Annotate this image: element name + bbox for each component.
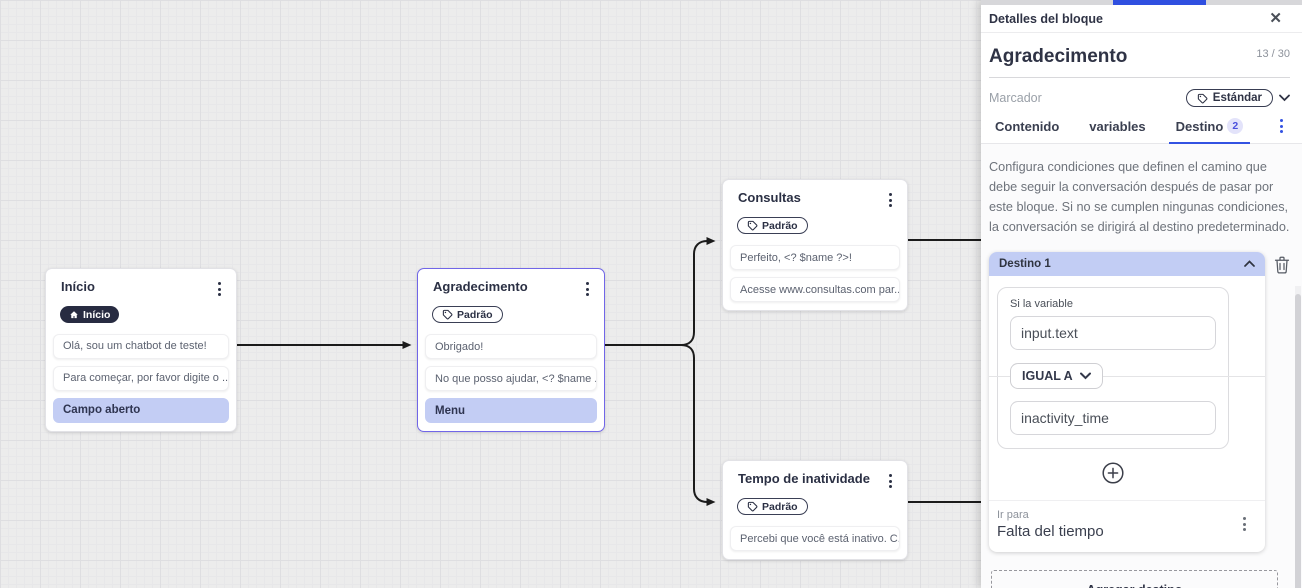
node-type-badge: Padrão: [737, 217, 808, 234]
operator-select[interactable]: IGUAL A: [1010, 362, 1103, 389]
chevron-down-icon: [1079, 372, 1091, 380]
node-title: Tempo de inatividade: [738, 471, 870, 486]
message-item[interactable]: Olá, sou um chatbot de teste!: [53, 333, 229, 359]
tag-icon: [442, 309, 453, 320]
destino-tab-content: Configura condiciones que definen el cam…: [981, 144, 1302, 588]
go-to-value[interactable]: Falta del tiempo: [997, 522, 1104, 540]
add-destination-button[interactable]: Agregar destino: [991, 569, 1278, 588]
edge-agradecimento-consultas: [605, 237, 716, 346]
condition-box: Si la variable IGUAL A: [989, 286, 1265, 449]
node-menu-icon[interactable]: [884, 471, 897, 491]
node-title: Agradecimento: [433, 279, 528, 294]
panel-title: Detalles del bloque: [989, 11, 1103, 26]
block-details-panel: Detalles del bloque ✕ Agradecimento 13 /…: [981, 0, 1302, 588]
destination-description: Configura condiciones que definen el cam…: [989, 160, 1290, 234]
variable-input[interactable]: [1010, 315, 1216, 350]
node-agradecimento[interactable]: Agradecimento Padrão Obrigado! No que po…: [417, 268, 605, 432]
message-item[interactable]: No que posso ajudar, <? $name ...: [425, 366, 597, 391]
destino-count-badge: 2: [1227, 118, 1244, 134]
scrollbar-thumb[interactable]: [1295, 294, 1301, 588]
message-item[interactable]: Acesse www.consultas.com par...: [730, 277, 900, 302]
node-menu-icon[interactable]: [213, 279, 226, 299]
node-menu-icon[interactable]: [581, 279, 594, 299]
open-field-item[interactable]: Campo aberto: [53, 397, 229, 423]
add-condition-button[interactable]: [1102, 462, 1124, 484]
node-consultas[interactable]: Consultas Padrão Perfeito, <? $name ?>! …: [722, 179, 908, 311]
menu-item[interactable]: Menu: [425, 398, 597, 423]
go-to-label: Ir para: [997, 508, 1029, 521]
tag-icon: [747, 220, 758, 231]
active-tab-indicator: [1113, 0, 1206, 5]
delete-destination-button[interactable]: [1274, 256, 1290, 279]
node-type-badge: Início: [60, 306, 120, 323]
tab-variables[interactable]: variables: [1089, 119, 1146, 134]
block-name-field[interactable]: Agradecimento: [989, 46, 1128, 67]
node-title: Consultas: [738, 190, 801, 205]
condition-label: Si la variable: [1010, 297, 1073, 310]
edge-agradecimento-tempo: [605, 344, 716, 506]
tabs-menu-icon[interactable]: [1275, 116, 1288, 136]
node-title: Início: [61, 279, 95, 294]
message-item[interactable]: Percebi que você está inativo. C...: [730, 526, 900, 551]
tab-contenido[interactable]: Contenido: [995, 119, 1060, 134]
go-to-menu-icon[interactable]: [1238, 514, 1251, 534]
destination-card: Destino 1 Si la variable IGUAL A: [989, 251, 1265, 552]
node-type-badge: Padrão: [737, 498, 808, 515]
message-item[interactable]: Perfeito, <? $name ?>!: [730, 245, 900, 270]
marker-label: Marcador: [989, 91, 1042, 105]
chevron-up-icon[interactable]: [1244, 260, 1255, 268]
destination-accordion-header[interactable]: Destino 1: [989, 251, 1265, 276]
node-inicio[interactable]: Início Início Olá, sou um chatbot de tes…: [45, 268, 237, 432]
home-icon: [70, 310, 78, 318]
node-menu-icon[interactable]: [884, 190, 897, 210]
message-item[interactable]: Obrigado!: [425, 334, 597, 359]
tab-destino[interactable]: Destino 2: [1168, 118, 1250, 144]
panel-top-strip: [981, 0, 1302, 5]
close-icon[interactable]: ✕: [1269, 10, 1282, 27]
marker-select[interactable]: Estándar: [1185, 89, 1273, 107]
char-counter: 13 / 30: [1256, 48, 1290, 60]
tag-icon: [1197, 93, 1208, 103]
chevron-down-icon[interactable]: [1279, 94, 1290, 102]
message-item[interactable]: Para começar, por favor digite o ...: [53, 365, 229, 391]
tag-icon: [747, 501, 758, 512]
node-tempo-de-inatividade[interactable]: Tempo de inatividade Padrão Percebi que …: [722, 460, 908, 560]
node-type-badge: Padrão: [432, 306, 503, 323]
value-input[interactable]: [1010, 400, 1216, 435]
plus-circle-icon: [1102, 462, 1124, 484]
panel-scrollbar: [1295, 286, 1301, 588]
trash-icon: [1274, 256, 1290, 274]
panel-tabs: Contenido variables Destino 2: [981, 116, 1302, 144]
